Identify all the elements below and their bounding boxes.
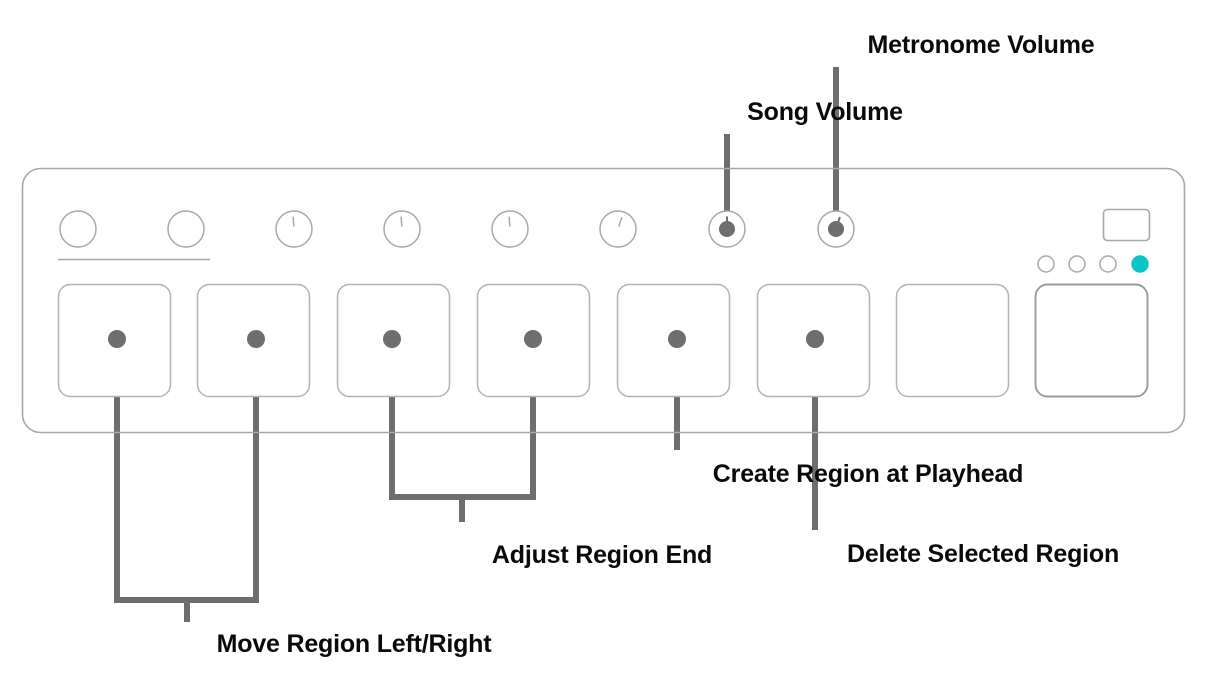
device-display	[1102, 208, 1151, 242]
callout-song-volume-label: Song Volume	[747, 98, 903, 126]
callout-adjust-region-end-label: Adjust Region End	[491, 541, 713, 569]
led-4-active[interactable]	[1131, 255, 1149, 273]
knob-3[interactable]	[275, 210, 313, 248]
led-2[interactable]	[1068, 255, 1086, 273]
pad-7[interactable]	[895, 283, 1010, 398]
knob-5-body[interactable]	[491, 210, 529, 248]
led-3[interactable]	[1099, 255, 1117, 273]
callout-metronome-volume-label: Metronome Volume	[867, 31, 1095, 59]
knob-5-indicator	[508, 216, 511, 227]
knob-song-volume-callout-dot	[719, 221, 735, 237]
pad-1-move-region-left-callout-dot	[108, 330, 126, 348]
callout-move-region-left-right-label: Move Region Left/Right	[216, 630, 492, 658]
pad-3-adjust-region-start-callout-dot	[383, 330, 401, 348]
knob-2-body[interactable]	[167, 210, 205, 248]
callout-delete-selected-region-label: Delete Selected Region	[846, 540, 1120, 568]
callout-move-region-left-right-line	[114, 339, 259, 622]
led-1[interactable]	[1037, 255, 1055, 273]
pad-4-adjust-region-end-callout-dot	[524, 330, 542, 348]
knob-4-body[interactable]	[383, 210, 421, 248]
callout-create-region-at-playhead-label: Create Region at Playhead	[712, 460, 1024, 488]
pad-8[interactable]	[1034, 283, 1149, 398]
midi-controller-faceplate	[21, 167, 1186, 434]
knob-6-indicator	[618, 216, 623, 227]
pad-5-create-region-callout-dot	[668, 330, 686, 348]
knob-4-indicator	[400, 216, 403, 227]
knob-3-indicator	[292, 216, 295, 227]
knob-metronome-volume-callout-dot	[828, 221, 844, 237]
pad-2-move-region-right-callout-dot	[247, 330, 265, 348]
knob-1[interactable]	[59, 210, 97, 248]
callout-adjust-region-end-line	[389, 339, 536, 522]
knob-6[interactable]	[599, 210, 637, 248]
knob-5[interactable]	[491, 210, 529, 248]
knob-4[interactable]	[383, 210, 421, 248]
knob-3-body[interactable]	[275, 210, 313, 248]
knob-6-body[interactable]	[599, 210, 637, 248]
knob-1-body[interactable]	[59, 210, 97, 248]
knob-2[interactable]	[167, 210, 205, 248]
pad-6-delete-region-callout-dot	[806, 330, 824, 348]
